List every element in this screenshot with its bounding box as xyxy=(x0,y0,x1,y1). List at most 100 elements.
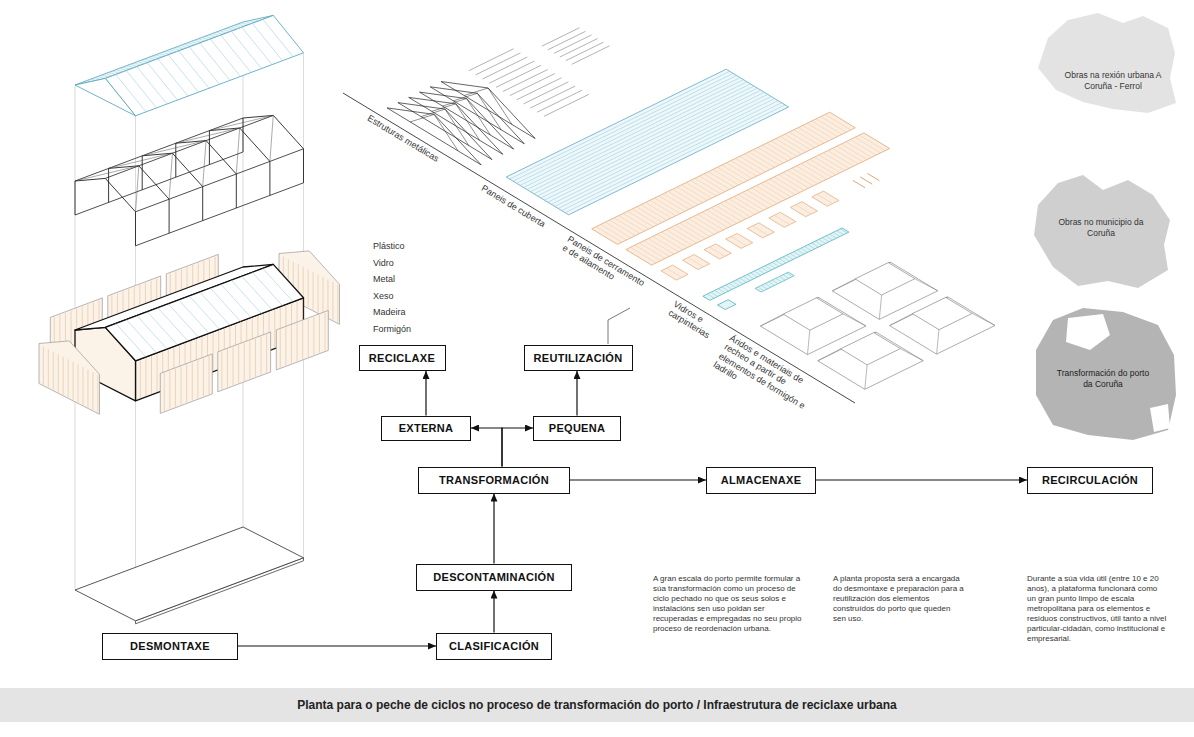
panel-line xyxy=(806,162,832,178)
wall-hatch xyxy=(53,352,54,390)
panel-bundle xyxy=(726,233,753,248)
panel-line xyxy=(753,226,768,235)
glazing-line xyxy=(751,273,758,277)
panel-line xyxy=(761,184,787,200)
note-text: Durante a súa vida útil (entre 10 e 20 a… xyxy=(1027,574,1167,644)
material-label: Vidro xyxy=(373,258,394,268)
glazing-line xyxy=(840,229,847,233)
panel-line xyxy=(785,134,811,150)
truss-web xyxy=(443,99,467,106)
panel-line xyxy=(850,140,876,156)
process-box: REUTILIZACIÓN xyxy=(524,345,633,371)
wall-hatch xyxy=(337,284,338,322)
glazing-line xyxy=(729,283,736,287)
wall-hatch xyxy=(308,319,309,357)
process-box: DESCONTAMINACIÓN xyxy=(416,564,572,591)
wall-hatch xyxy=(203,358,204,396)
wall-hatch xyxy=(97,374,98,412)
note-text: A gran escala do porto permite formular … xyxy=(653,574,805,634)
steel-frame xyxy=(75,178,136,245)
process-box: RECICLAXE xyxy=(359,345,446,371)
map-silhouette xyxy=(1036,308,1176,440)
harbour-water xyxy=(1066,314,1110,350)
glazing-line xyxy=(826,236,833,240)
panel-line xyxy=(693,217,719,233)
panel-line xyxy=(841,144,867,160)
roof-hatch xyxy=(147,312,177,345)
panel-line xyxy=(657,234,683,250)
flow-arrow xyxy=(425,371,426,416)
process-box: RECIRCULACIÓN xyxy=(1027,467,1153,494)
panel-line xyxy=(762,145,788,161)
roof-hatch xyxy=(170,43,200,50)
diagram-title: Planta para o peche de ciclos no proceso… xyxy=(297,698,897,712)
panel-line xyxy=(744,154,770,170)
panel-line xyxy=(717,167,743,183)
material-label: Xeso xyxy=(373,291,394,301)
panel-line xyxy=(635,245,661,261)
map-silhouette xyxy=(1034,175,1170,288)
roof-hatch xyxy=(252,272,282,305)
panel-line xyxy=(675,225,701,241)
panel-line xyxy=(668,191,694,207)
panel-line xyxy=(596,227,622,243)
wall-hatch xyxy=(308,269,309,307)
aggregate-mound xyxy=(890,297,995,354)
aggregate-mound xyxy=(818,332,923,389)
glazing-line xyxy=(772,262,779,266)
wall-hatch xyxy=(197,360,198,398)
panel-line xyxy=(664,194,690,210)
panel-line xyxy=(738,195,764,211)
panel-line xyxy=(623,213,649,229)
truss-web xyxy=(488,88,512,125)
window-frame xyxy=(755,272,794,292)
steel-brace xyxy=(236,128,239,174)
panel-line xyxy=(837,146,863,162)
panel-line xyxy=(796,205,811,214)
panel-line xyxy=(650,200,676,216)
note-text: A planta proposta será a encargada do de… xyxy=(833,574,965,624)
wall-hatch xyxy=(83,367,84,405)
roof-hatch xyxy=(158,59,188,96)
panel-line xyxy=(747,190,773,206)
aggregate-mound-top xyxy=(841,333,901,365)
panel-line xyxy=(711,208,737,224)
truss-web xyxy=(453,93,477,100)
panel-line xyxy=(855,137,881,153)
wall-panel xyxy=(218,332,271,392)
panel-line xyxy=(686,183,712,199)
panel-bundle xyxy=(790,202,817,217)
aggregate-mound-top xyxy=(855,263,915,295)
glazing-line xyxy=(779,277,785,281)
panel-line xyxy=(648,239,674,255)
wall-hatch xyxy=(157,354,158,392)
panel-line xyxy=(810,159,836,175)
wall-hatch xyxy=(92,372,93,410)
glazing-line xyxy=(758,287,764,291)
steel-brace xyxy=(75,166,139,181)
panel-strip xyxy=(860,177,872,184)
panel-line xyxy=(735,158,761,174)
map-label: Obras na rexión urbana A Coruña - Ferrol xyxy=(1063,70,1163,91)
end-wall xyxy=(39,341,100,414)
glazing-line xyxy=(740,278,747,282)
wall-panel xyxy=(160,354,212,414)
wall-hatch xyxy=(164,373,165,411)
wall-hatch xyxy=(192,362,193,400)
glazing-line xyxy=(822,238,829,242)
wall-hatch xyxy=(302,321,303,359)
panel-line xyxy=(695,178,721,194)
panel-strip xyxy=(867,173,879,180)
glazing-line xyxy=(718,289,725,293)
flow-arrow xyxy=(493,494,494,564)
panel-bundle xyxy=(704,244,731,259)
map-region: Obras no municipio da Coruña xyxy=(1028,165,1173,293)
roof-hatch xyxy=(210,288,240,321)
glazing-line xyxy=(815,241,822,245)
glazing-line xyxy=(804,246,811,250)
steel-brace xyxy=(142,141,206,156)
wall-hatch xyxy=(313,272,314,310)
roof-hatch xyxy=(200,43,230,80)
flow-arrow xyxy=(238,645,436,646)
